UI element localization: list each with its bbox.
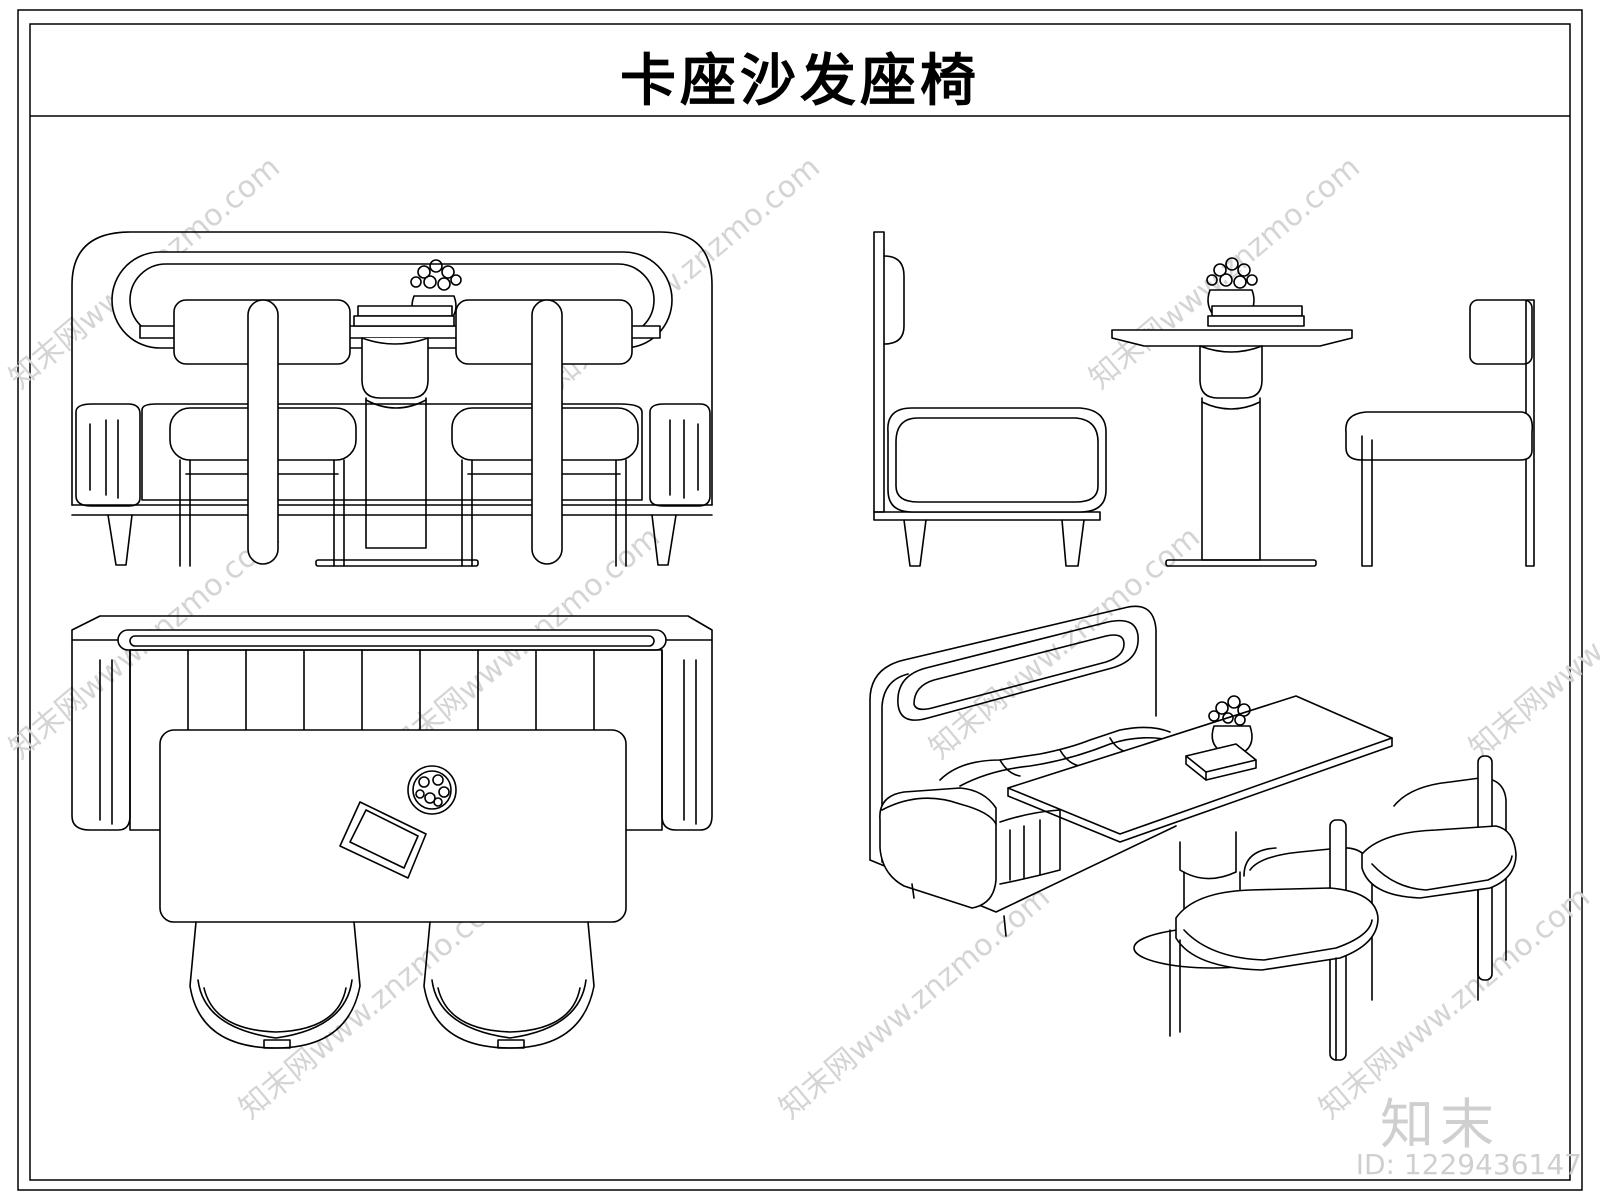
perspective-view — [869, 605, 1517, 1061]
inner-border — [29, 23, 1571, 1181]
side-elevation — [873, 231, 1535, 567]
watermark-text: 知末网www.znzmo.com — [1463, 520, 1600, 766]
brand-logo: 知末 — [1380, 1093, 1500, 1156]
front-elevation — [71, 231, 713, 567]
drawing-id: ID: 1229436147 — [1355, 1148, 1582, 1181]
outer-border — [17, 9, 1583, 1191]
plan-view — [71, 615, 713, 1049]
drawing-title: 卡座沙发座椅 — [620, 48, 980, 114]
watermark-text: 知末网www.znzmo.com — [773, 880, 1057, 1126]
